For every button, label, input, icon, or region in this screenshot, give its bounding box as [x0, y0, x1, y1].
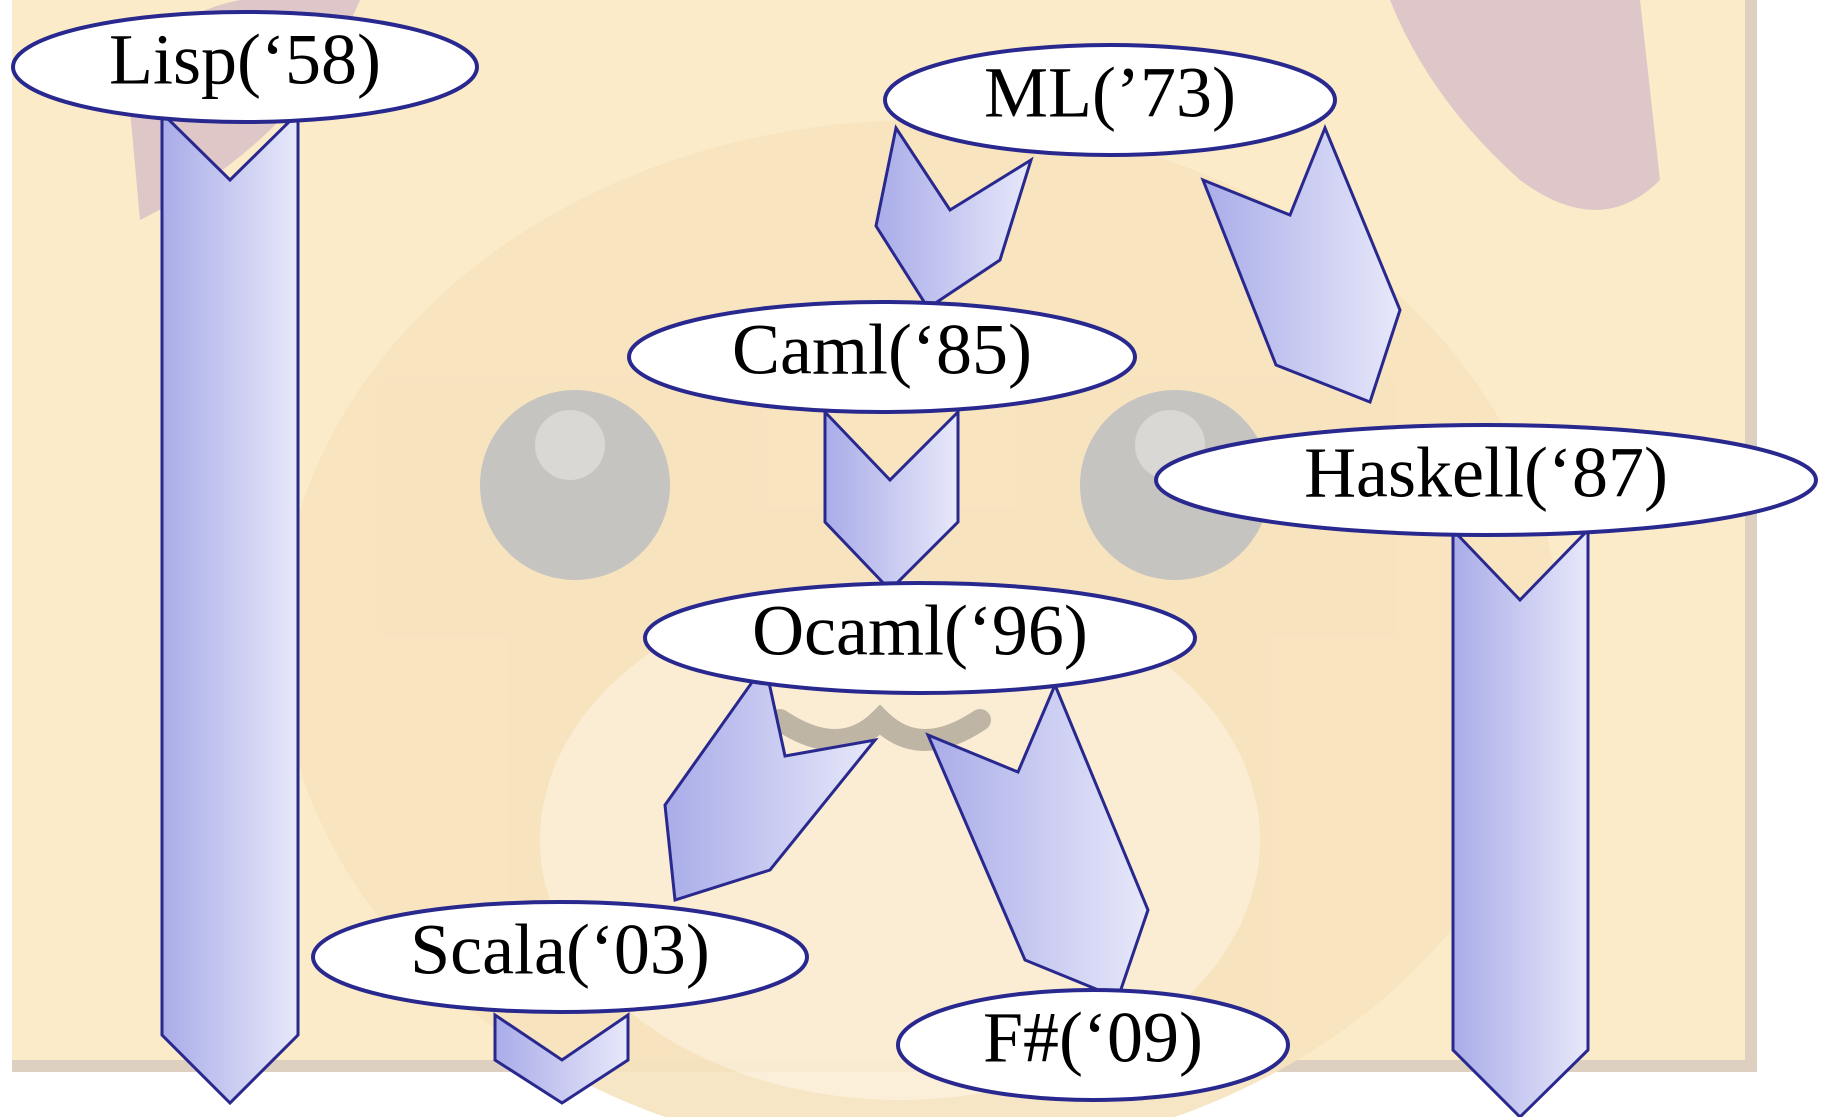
node-fsharp: F#(‘09)	[896, 988, 1290, 1102]
node-label-lisp: Lisp(‘58)	[109, 20, 381, 100]
ml-to-caml-arrow	[874, 124, 1034, 311]
arrows	[160, 109, 1590, 1117]
node-label-ocaml: Ocaml(‘96)	[752, 591, 1088, 671]
node-caml: Caml(‘85)	[627, 300, 1137, 414]
haskell-down-arrow	[1451, 526, 1590, 1117]
node-label-fsharp: F#(‘09)	[983, 998, 1203, 1078]
ml-to-haskell-arrow	[1200, 124, 1402, 404]
nodes: Lisp(‘58) ML(’73) Caml(‘85) Haskell(‘87)…	[11, 10, 1818, 1102]
ocaml-to-scala-arrow	[663, 660, 879, 902]
ocaml-to-fsharp-arrow	[925, 681, 1150, 1000]
node-lisp: Lisp(‘58)	[11, 10, 479, 124]
node-ocaml: Ocaml(‘96)	[643, 581, 1197, 695]
mascot-left-eye-shine	[535, 410, 605, 480]
node-scala: Scala(‘03)	[311, 900, 809, 1014]
mascot-mouth	[769, 704, 991, 751]
lisp-down-arrow	[160, 109, 300, 1106]
mascot-right-ear	[1390, 0, 1660, 210]
node-label-caml: Caml(‘85)	[732, 310, 1032, 390]
node-ml: ML(’73)	[883, 43, 1337, 157]
node-label-scala: Scala(‘03)	[410, 910, 710, 990]
node-haskell: Haskell(‘87)	[1154, 423, 1818, 537]
node-label-haskell: Haskell(‘87)	[1304, 433, 1668, 513]
mascot-left-eye	[480, 390, 670, 580]
scala-down-arrow	[493, 1012, 630, 1105]
caml-to-ocaml-arrow	[823, 408, 960, 593]
node-label-ml: ML(’73)	[984, 53, 1236, 133]
